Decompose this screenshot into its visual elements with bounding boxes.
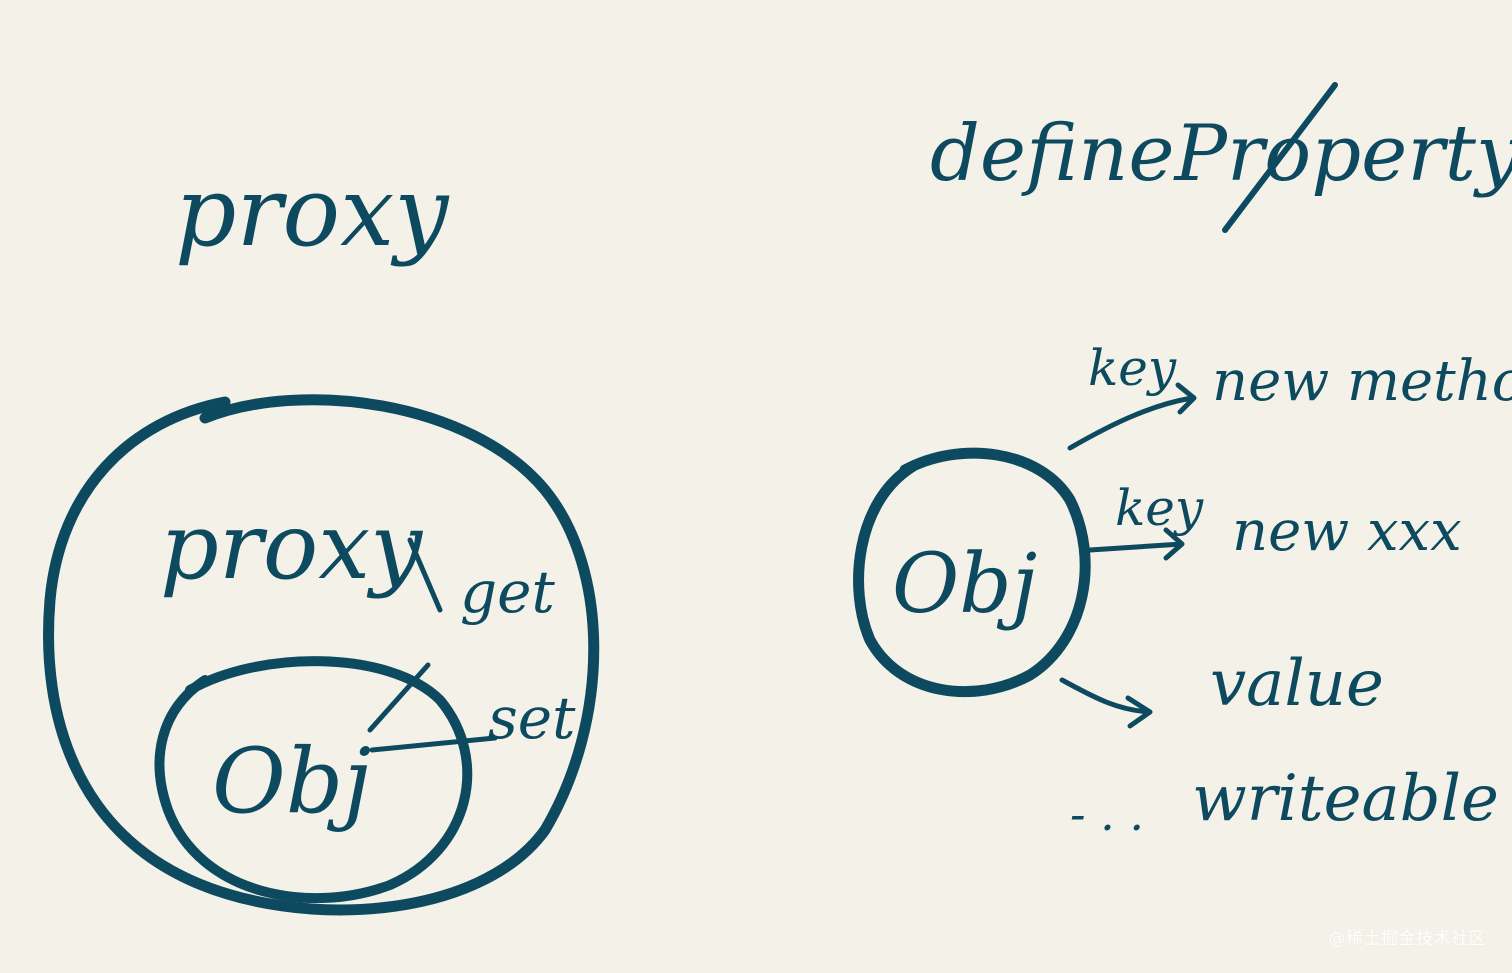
get-label: get	[460, 558, 555, 626]
set-connector-slash	[367, 662, 431, 733]
defineproperty-title: defineProperty	[930, 109, 1512, 199]
ellipsis-marks: - . .	[1070, 787, 1144, 841]
obj-label: Obj	[892, 537, 1037, 632]
defineproperty-tail-stroke	[1222, 82, 1338, 233]
set-label: set	[488, 684, 576, 752]
branch-2-key-label: key	[1115, 479, 1204, 537]
branch-4-target: writeable	[1192, 762, 1499, 836]
branch-1-key-label: key	[1088, 339, 1177, 397]
proxy-outer-circle	[43, 394, 600, 916]
branch-1-arrow	[1067, 382, 1197, 451]
set-connector-line	[369, 735, 498, 753]
get-connector-line	[407, 537, 443, 613]
obj-circle	[853, 447, 1091, 697]
obj-inner-label: Obj	[212, 729, 371, 834]
defineproperty-diagram: defineProperty Obj key new method key ne…	[853, 82, 1512, 841]
proxy-diagram: proxy proxy Obj get set	[43, 156, 600, 916]
branch-3-target: value	[1210, 647, 1384, 721]
obj-inner-circle	[154, 656, 473, 904]
proxy-outer-label: proxy	[160, 493, 423, 600]
branch-3-arrow	[1059, 677, 1153, 729]
branch-2-target: new xxx	[1232, 499, 1462, 564]
branch-1-target: new method	[1212, 349, 1512, 414]
proxy-title: proxy	[175, 156, 450, 268]
branch-2-arrow	[1087, 527, 1185, 561]
watermark-text: @稀土掘金技术社区	[1328, 929, 1486, 949]
